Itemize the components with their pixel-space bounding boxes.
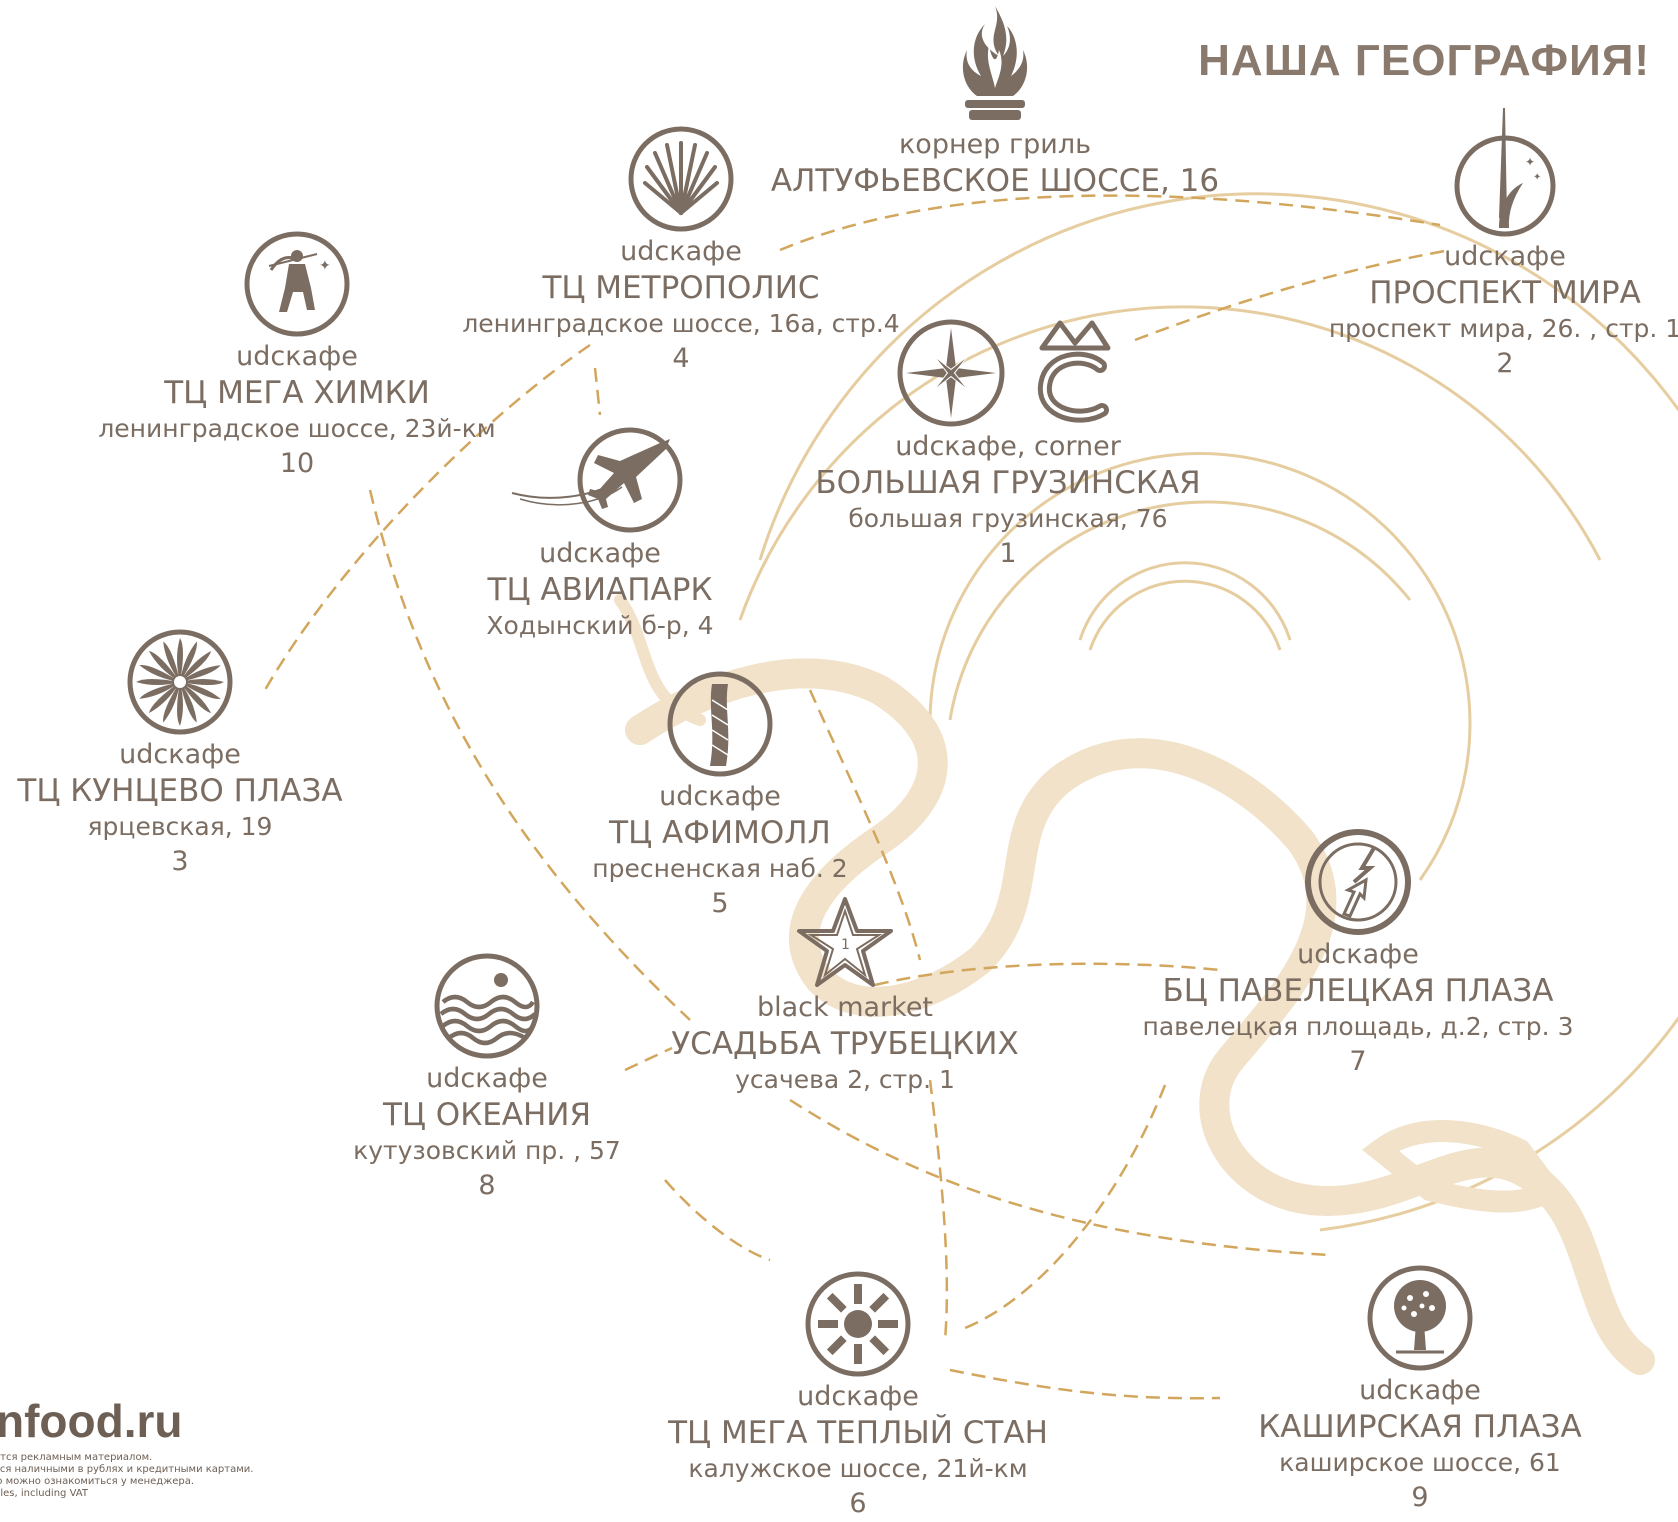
location-number: 4	[672, 343, 690, 374]
location-type: black market	[756, 992, 934, 1023]
location-name: ТЦ АВИАПАРК	[487, 572, 713, 608]
tower-icon	[667, 671, 773, 777]
location-address: кутузовский пр. , 57	[353, 1136, 621, 1165]
svg-text:✦: ✦	[1525, 155, 1535, 169]
location-name: ТЦ ОКЕАНИЯ	[382, 1097, 592, 1133]
arrows-icon	[1305, 829, 1411, 935]
location-type: udcкафе, corner	[895, 431, 1121, 462]
waves-icon	[434, 953, 540, 1059]
location-mega-khimki[interactable]: ✦ udcкафе ТЦ МЕГА ХИМКИ ленинградское шо…	[67, 230, 527, 482]
location-number: 10	[279, 448, 315, 479]
location-name: ТЦ АФИМОЛЛ	[609, 815, 831, 851]
location-address: ленинградское шоссе, 16а, стр.4	[462, 309, 900, 338]
location-address: усачева 2, стр. 1	[735, 1065, 955, 1094]
location-name: ТЦ КУНЦЕВО ПЛАЗА	[17, 773, 343, 809]
location-usadba-trubetskikh[interactable]: 1 black market УСАДЬБА ТРУБЕЦКИХ усачева…	[635, 895, 1055, 1097]
location-name: БЦ ПАВЕЛЕЦКАЯ ПЛАЗА	[1162, 973, 1554, 1009]
location-type: udcкафе	[1297, 939, 1419, 970]
location-aviapark[interactable]: udcкафе ТЦ АВИАПАРК Ходынский б-р, 4	[410, 425, 790, 643]
location-type: udcкафе	[1444, 241, 1566, 272]
shell-icon	[628, 126, 734, 232]
location-type: udcкафе	[426, 1063, 548, 1094]
location-number: 8	[478, 1170, 496, 1201]
tree-icon	[1367, 1265, 1473, 1371]
river	[614, 594, 1655, 1375]
location-number: 1	[999, 538, 1017, 569]
location-type: udcкафе	[1359, 1375, 1481, 1406]
location-name: УСАДЬБА ТРУБЕЦКИХ	[671, 1026, 1019, 1062]
location-kuntsevo-plaza[interactable]: udcкафе ТЦ КУНЦЕВО ПЛАЗА ярцевская, 19 3	[0, 628, 370, 880]
location-address: каширское шоссе, 61	[1279, 1448, 1561, 1477]
location-address: павелецкая площадь, д.2, стр. 3	[1142, 1012, 1574, 1041]
disclaimer-line: ю можно ознакомиться у менеджера.	[0, 1476, 195, 1487]
brand-domain[interactable]: nfood.ru	[0, 1395, 183, 1447]
location-number: 7	[1349, 1046, 1367, 1077]
location-name: ТЦ МЕТРОПОЛИС	[542, 270, 820, 306]
location-number: 3	[171, 846, 189, 877]
location-address: Ходынский б-р, 4	[486, 611, 714, 640]
location-name: ПРОСПЕКТ МИРА	[1369, 275, 1641, 311]
location-bolshaya-gruzinskaya[interactable]: udcкафе, corner БОЛЬШАЯ ГРУЗИНСКАЯ больш…	[798, 318, 1218, 572]
sun-icon	[805, 1271, 911, 1377]
svg-text:✦: ✦	[319, 258, 331, 274]
location-afimoll[interactable]: udcкафе ТЦ АФИМОЛЛ пресненская наб. 2 5	[530, 670, 910, 922]
location-kashirskaya-plaza[interactable]: udcкафе КАШИРСКАЯ ПЛАЗА каширское шоссе,…	[1220, 1264, 1620, 1516]
location-okeaniya[interactable]: udcкафе ТЦ ОКЕАНИЯ кутузовский пр. , 57 …	[297, 952, 677, 1204]
location-altufyevskoe[interactable]: корнер гриль АЛТУФЬЕВСКОЕ ШОССЕ, 16	[745, 6, 1245, 200]
svg-text:1: 1	[841, 937, 850, 953]
location-address: пресненская наб. 2	[592, 854, 848, 883]
flame-icon	[962, 6, 1028, 120]
location-type: udcкафе	[797, 1381, 919, 1412]
crown-c-icon	[1037, 320, 1111, 423]
location-name: ТЦ МЕГА ХИМКИ	[164, 375, 430, 411]
archer-icon: ✦	[244, 231, 350, 337]
disclaimer-line: ется рекламным материалом.	[0, 1452, 153, 1463]
location-type: udcкафе	[236, 341, 358, 372]
airplane-icon	[511, 427, 683, 533]
location-name: ТЦ МЕГА ТЕПЛЫЙ СТАН	[668, 1415, 1048, 1451]
location-paveletskaya-plaza[interactable]: udcкафе БЦ ПАВЕЛЕЦКАЯ ПЛАЗА павелецкая п…	[1128, 828, 1588, 1080]
location-prospekt-mira[interactable]: ✦ ✦ udcкафе ПРОСПЕКТ МИРА проспект мира,…	[1315, 108, 1678, 382]
space-monument-icon: ✦ ✦	[1454, 108, 1556, 237]
location-address: ленинградское шоссе, 23й-км	[98, 414, 496, 443]
location-type: udcкафе	[620, 236, 742, 267]
location-address: калужское шоссе, 21й-км	[688, 1454, 1028, 1483]
location-number: 2	[1496, 348, 1514, 379]
location-number: 6	[849, 1488, 867, 1519]
location-address: ярцевская, 19	[87, 812, 273, 841]
location-type: корнер гриль	[899, 129, 1091, 160]
location-number: 9	[1411, 1482, 1429, 1513]
location-metropolis[interactable]: udcкафе ТЦ МЕТРОПОЛИС ленинградское шосс…	[441, 125, 921, 377]
star-icon: 1	[797, 897, 893, 987]
disclaimer: ется рекламным материалом. тся наличными…	[0, 1452, 294, 1500]
turbine-icon	[127, 629, 233, 735]
location-name: БОЛЬШАЯ ГРУЗИНСКАЯ	[815, 465, 1201, 501]
page-title: НАША ГЕОГРАФИЯ!	[1198, 36, 1650, 85]
location-name: КАШИРСКАЯ ПЛАЗА	[1258, 1409, 1582, 1445]
svg-text:✦: ✦	[1533, 172, 1541, 183]
location-address: большая грузинская, 76	[848, 504, 1168, 533]
location-type: udcкафе	[119, 739, 241, 770]
location-mega-teply-stan[interactable]: udcкафе ТЦ МЕГА ТЕПЛЫЙ СТАН калужское шо…	[638, 1270, 1078, 1522]
disclaimer-line: bles, including VAT	[0, 1488, 88, 1499]
compass-rose-icon	[897, 319, 1005, 427]
location-number: 5	[711, 888, 729, 919]
city-rings	[738, 192, 1678, 1232]
location-name: АЛТУФЬЕВСКОЕ ШОССЕ, 16	[770, 163, 1220, 199]
route-lines	[263, 194, 1451, 1400]
location-type: udcкафе	[539, 538, 661, 569]
disclaimer-line: тся наличными в рублях и кредитными карт…	[0, 1464, 254, 1475]
location-type: udcкафе	[659, 781, 781, 812]
location-address: проспект мира, 26. , стр. 1	[1328, 314, 1678, 343]
